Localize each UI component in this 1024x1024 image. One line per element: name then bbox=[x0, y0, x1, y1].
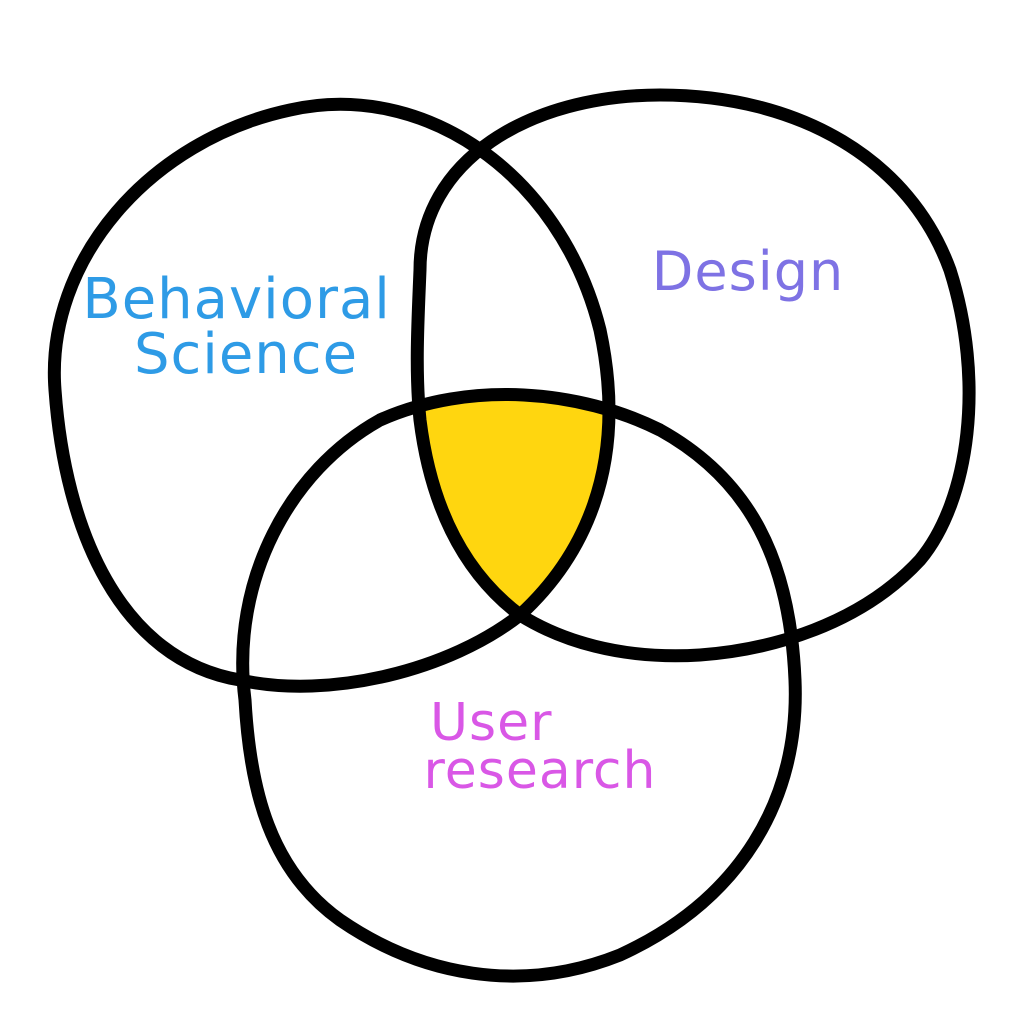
behavioral-science-label: Behavioral Science bbox=[82, 267, 409, 387]
user-research-circle bbox=[236, 388, 802, 983]
research-label-line: research bbox=[424, 741, 657, 801]
design-label: Design bbox=[652, 240, 844, 303]
science-label-line: Science bbox=[134, 322, 358, 387]
user-research-label: User research bbox=[424, 693, 657, 801]
behavioral-label-line: Behavioral bbox=[82, 267, 391, 332]
design-label-line: Design bbox=[652, 240, 844, 303]
behavioral-science-circle bbox=[47, 97, 616, 693]
user-label-line: User bbox=[430, 693, 553, 753]
design-circle bbox=[410, 88, 976, 663]
